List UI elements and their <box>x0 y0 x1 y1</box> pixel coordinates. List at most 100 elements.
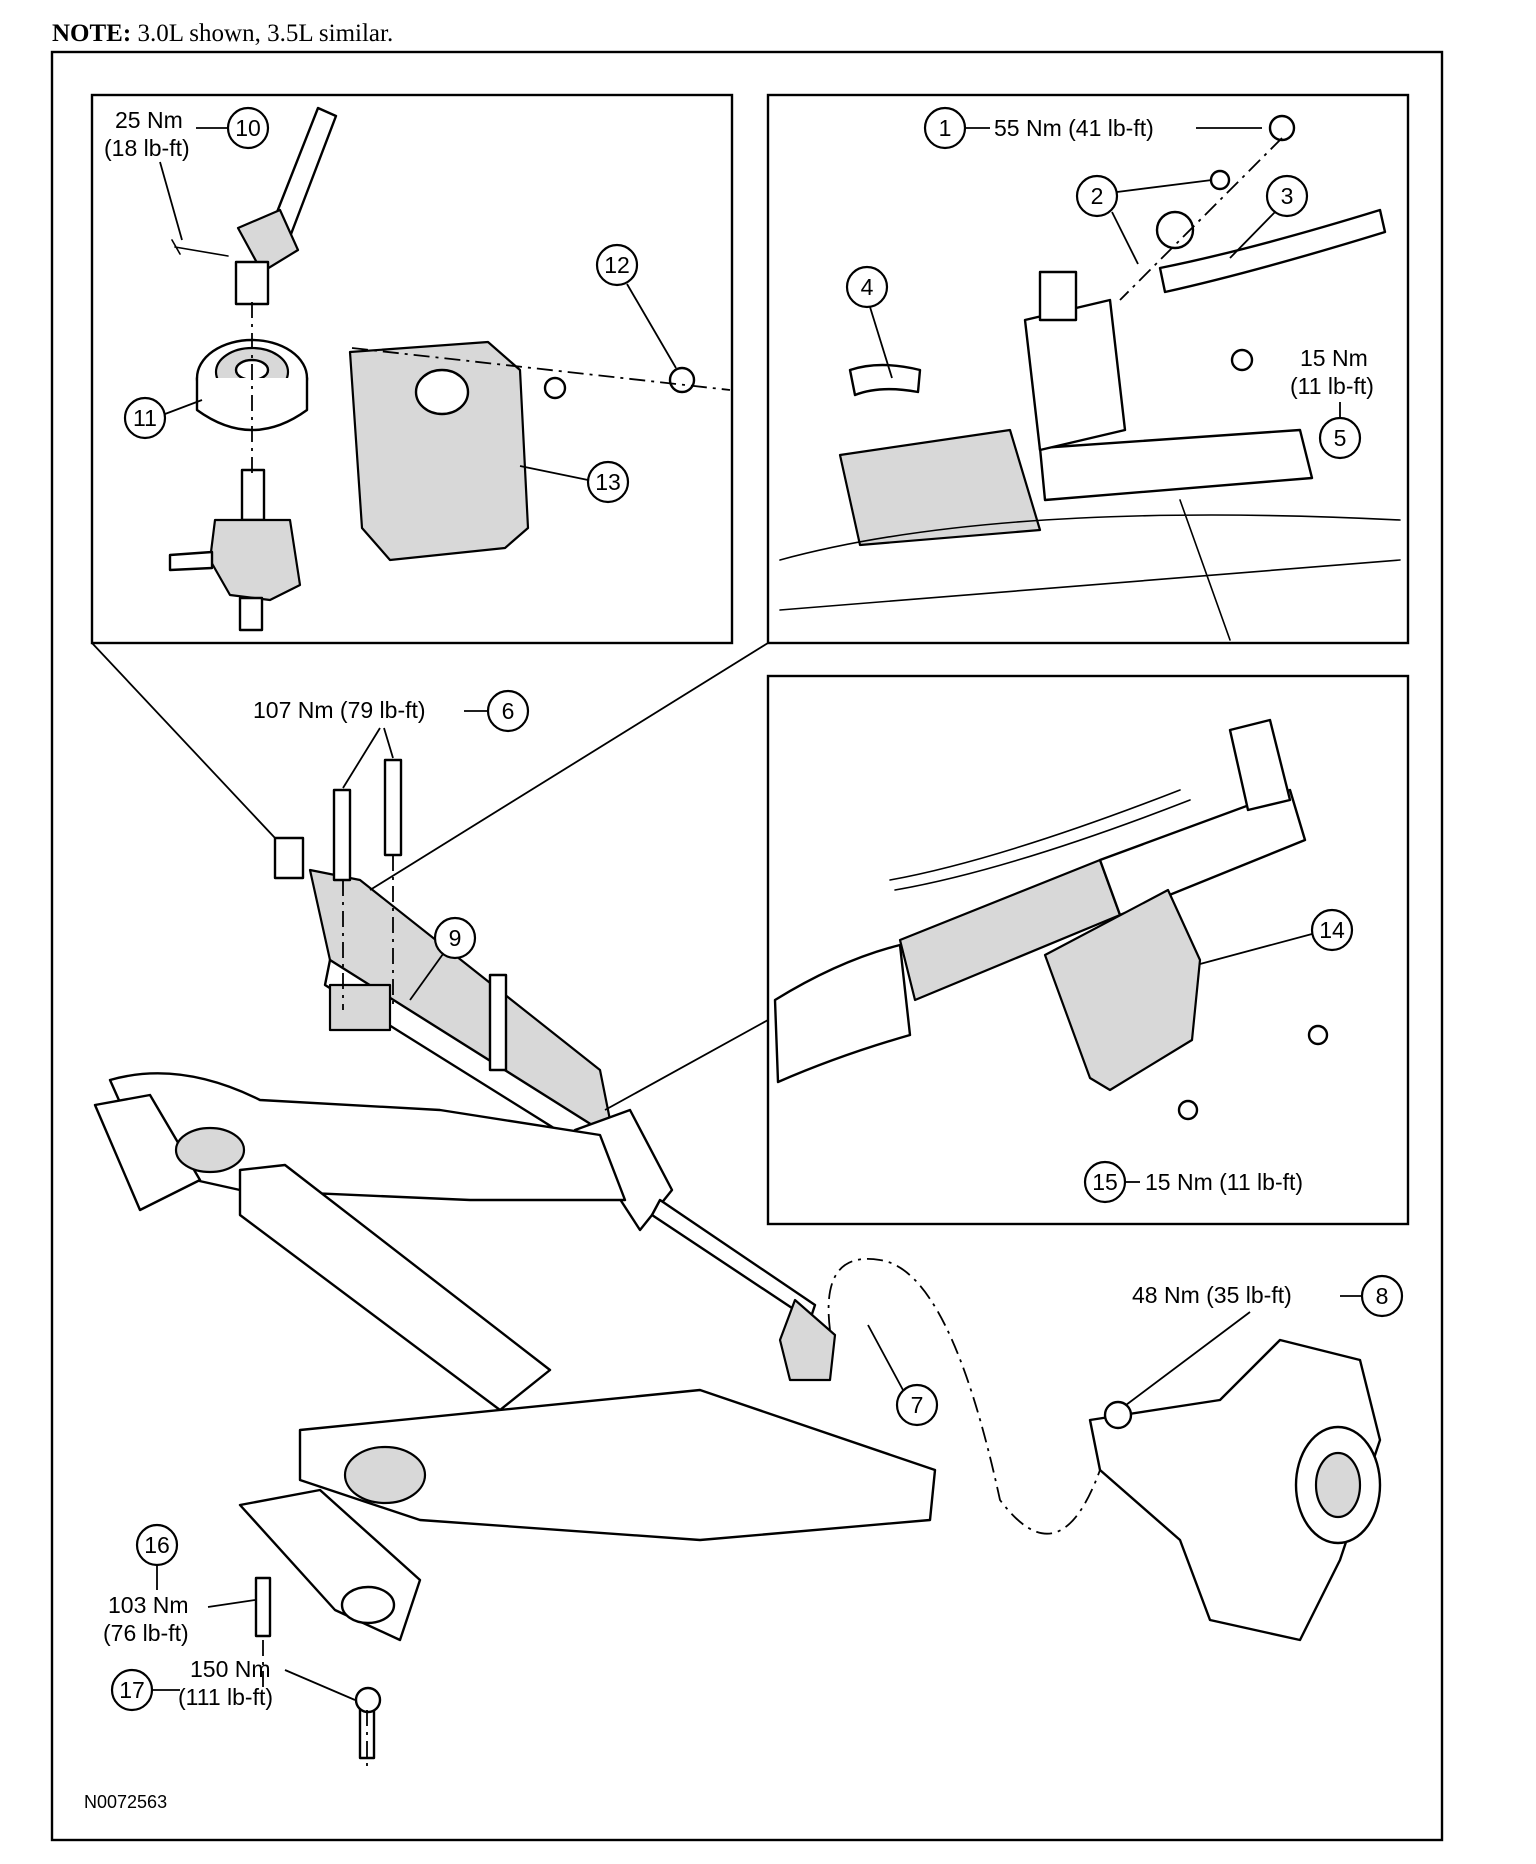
callout-17: 17 150 Nm (111 lb-ft) <box>110 1656 356 1712</box>
torque-label: 107 Nm (79 lb-ft) <box>253 697 426 723</box>
valve-housing <box>208 518 302 602</box>
figure-frame <box>50 50 1444 1842</box>
nut-17 <box>354 1686 382 1714</box>
valve-stem <box>238 596 264 632</box>
torque-label-secondary: (18 lb-ft) <box>104 135 190 161</box>
bolt-15b <box>1307 1024 1329 1046</box>
callout-number: 4 <box>861 274 874 300</box>
callout-number: 14 <box>1319 917 1345 943</box>
heat-shield <box>348 340 530 562</box>
leader-inset-a <box>91 642 276 839</box>
tie-rod-end <box>778 1298 837 1382</box>
callout-16: 16 103 Nm (76 lb-ft) <box>103 1523 256 1646</box>
callout-number: 1 <box>939 115 952 141</box>
note-text: NOTE: 3.0L shown, 3.5L similar. <box>52 20 393 48</box>
callout-5: 15 Nm (11 lb-ft) 5 <box>1290 345 1374 460</box>
torque-label-secondary: (11 lb-ft) <box>1290 373 1374 399</box>
callout-number: 3 <box>1281 183 1294 209</box>
rack-tube-c <box>1098 788 1307 917</box>
leader-inset-b <box>369 642 769 891</box>
torque-label-secondary: (76 lb-ft) <box>103 1620 189 1646</box>
callout-1: 1 55 Nm (41 lb-ft) <box>923 106 1262 150</box>
bolt-6a <box>332 788 352 882</box>
main-assembly <box>93 758 1382 1770</box>
callout-10: 25 Nm (18 lb-ft) 10 <box>104 106 270 241</box>
torque-label: 55 Nm (41 lb-ft) <box>994 115 1154 141</box>
boot-c <box>773 943 912 1084</box>
callout-6: 107 Nm (79 lb-ft) 6 <box>253 689 530 789</box>
bushing-front <box>174 1126 246 1174</box>
input-shaft-b <box>1038 270 1078 322</box>
callout-15: 15 15 Nm (11 lb-ft) <box>1083 1160 1303 1204</box>
washer-2 <box>1209 169 1231 191</box>
subframe-rail <box>238 1163 552 1412</box>
callout-12: 12 <box>595 243 677 369</box>
callout-number: 11 <box>133 405 157 431</box>
callout-number: 16 <box>144 1532 170 1558</box>
subframe-front-arm <box>93 1093 202 1212</box>
pressure-hose-b <box>1158 208 1387 294</box>
torque-label: 150 Nm <box>190 1656 271 1682</box>
callout-9: 9 <box>409 916 477 1001</box>
rack-housing-b <box>838 428 1042 547</box>
washer-12 <box>543 376 567 400</box>
callout-4: 4 <box>845 265 893 379</box>
subframe-rear <box>298 1388 937 1542</box>
note-prefix: NOTE: <box>52 20 132 47</box>
inset-coupling-boot <box>90 93 734 645</box>
tie-rod <box>650 1198 817 1322</box>
callout-number: 9 <box>449 925 462 951</box>
nut-12 <box>668 366 696 394</box>
valve-body-b <box>1023 298 1127 452</box>
coupling-yoke <box>234 260 270 306</box>
hydraulic-lines-c <box>889 789 1191 891</box>
callout-number: 13 <box>595 469 621 495</box>
bolt-5 <box>1230 348 1254 372</box>
bolt-10 <box>171 239 229 257</box>
torque-label: 103 Nm <box>108 1592 189 1618</box>
callout-8: 48 Nm (35 lb-ft) 8 <box>1125 1274 1404 1406</box>
bolt-15a <box>1177 1099 1199 1121</box>
callout-number: 7 <box>911 1392 924 1418</box>
rack-tube-b <box>1038 428 1314 502</box>
heat-shield-14 <box>1043 888 1202 1092</box>
valve-c <box>1228 718 1292 812</box>
torque-label-secondary: (111 lb-ft) <box>178 1684 273 1710</box>
inset-frame-b <box>766 93 1410 645</box>
subframe-lines-b <box>779 499 1401 641</box>
callout-11: 11 <box>123 396 203 440</box>
torque-label: 25 Nm <box>115 107 183 133</box>
callout-number: 12 <box>604 252 630 278</box>
callout-number: 17 <box>119 1677 145 1703</box>
subframe-crossmember <box>108 1072 627 1202</box>
heat-shield-hole <box>414 368 470 416</box>
note-body: 3.0L shown, 3.5L similar. <box>131 20 394 47</box>
torque-label: 15 Nm (11 lb-ft) <box>1145 1169 1303 1195</box>
figure-id: N0072563 <box>84 1792 167 1812</box>
steering-knuckle <box>1088 1338 1382 1642</box>
callout-number: 5 <box>1334 425 1347 451</box>
callout-number: 6 <box>502 698 515 724</box>
leader-inset-c <box>604 1019 769 1111</box>
callout-3: 3 <box>1229 174 1309 259</box>
return-hose-b <box>848 363 922 397</box>
inset-frame-c <box>766 674 1410 1226</box>
bolt-6b <box>383 758 403 857</box>
pinion-shaft <box>240 468 266 522</box>
universal-joint <box>236 208 300 274</box>
inset-frame-a <box>90 93 734 645</box>
bushing-arm <box>340 1585 396 1625</box>
nut-8 <box>1103 1400 1133 1430</box>
bushing-rear <box>343 1445 427 1505</box>
bracket-3 <box>1155 210 1195 250</box>
callout-2: 2 <box>1075 174 1213 265</box>
callout-7: 7 <box>867 1324 939 1427</box>
torque-label: 48 Nm (35 lb-ft) <box>1132 1282 1292 1308</box>
gear-mount-left <box>328 983 392 1032</box>
axis-line-a1 <box>351 347 731 391</box>
wheel-hub-inner <box>1314 1451 1362 1519</box>
axis-line-b <box>1119 137 1283 301</box>
torque-label: 15 Nm <box>1300 345 1368 371</box>
inset-rack-shield <box>766 674 1410 1226</box>
